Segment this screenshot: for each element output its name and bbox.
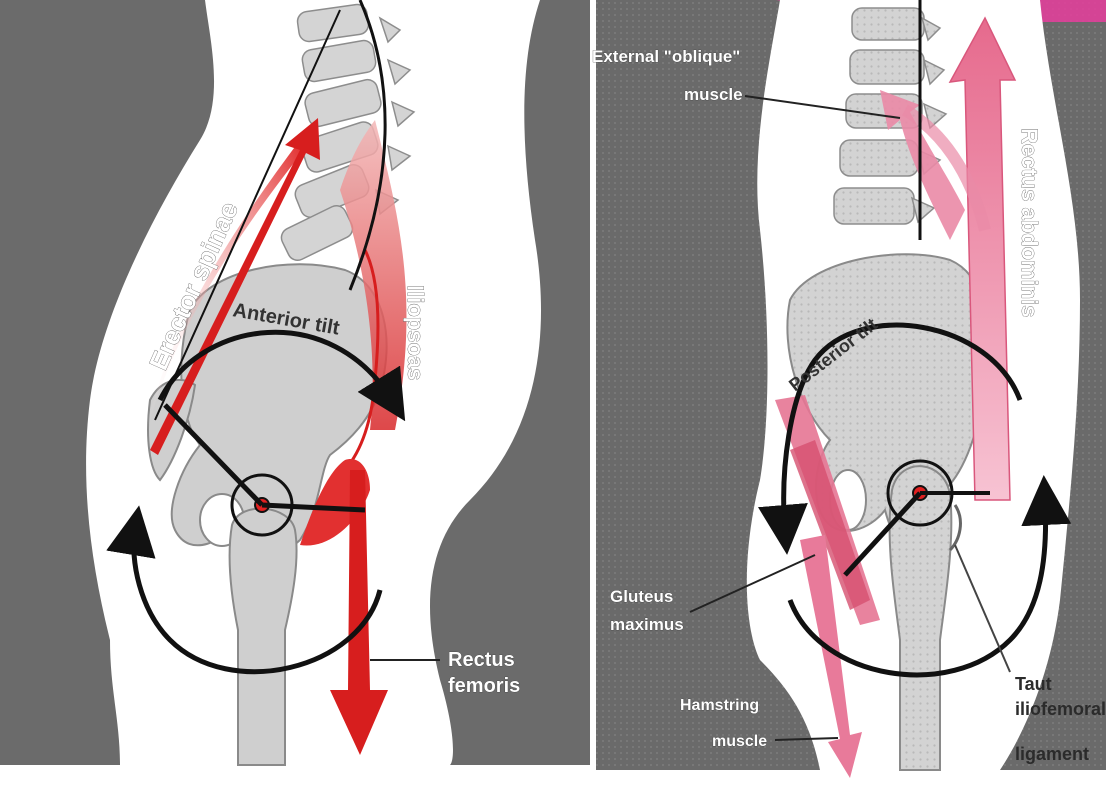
gluteus-maximus-label-2: maximus bbox=[610, 615, 684, 634]
left-panel: Erector spinae Anterior tilt Iliopsoas R… bbox=[0, 0, 590, 787]
external-oblique-label-1: External "oblique" bbox=[592, 47, 740, 66]
right-panel: External "oblique" muscle Rectus abdomin… bbox=[592, 0, 1106, 787]
taut-ligament-label-2: iliofemoral bbox=[1015, 699, 1106, 719]
rectus-femoris-label-2: femoris bbox=[448, 675, 520, 697]
gluteus-maximus-label-1: Gluteus bbox=[610, 587, 673, 606]
left-panel-bottom-strip bbox=[0, 765, 590, 787]
external-oblique-label-2: muscle bbox=[684, 85, 743, 104]
hamstring-label-2: muscle bbox=[712, 733, 767, 750]
panel-divider bbox=[590, 0, 596, 787]
rectus-abdominis-label: Rectus abdominis bbox=[1017, 128, 1042, 317]
hamstring-label-1: Hamstring bbox=[680, 697, 759, 714]
taut-ligament-label-3: ligament bbox=[1015, 744, 1089, 764]
iliopsoas-label: Iliopsoas bbox=[403, 285, 428, 380]
taut-ligament-label-1: Taut bbox=[1015, 674, 1052, 694]
rectus-femoris-label-1: Rectus bbox=[448, 649, 515, 671]
